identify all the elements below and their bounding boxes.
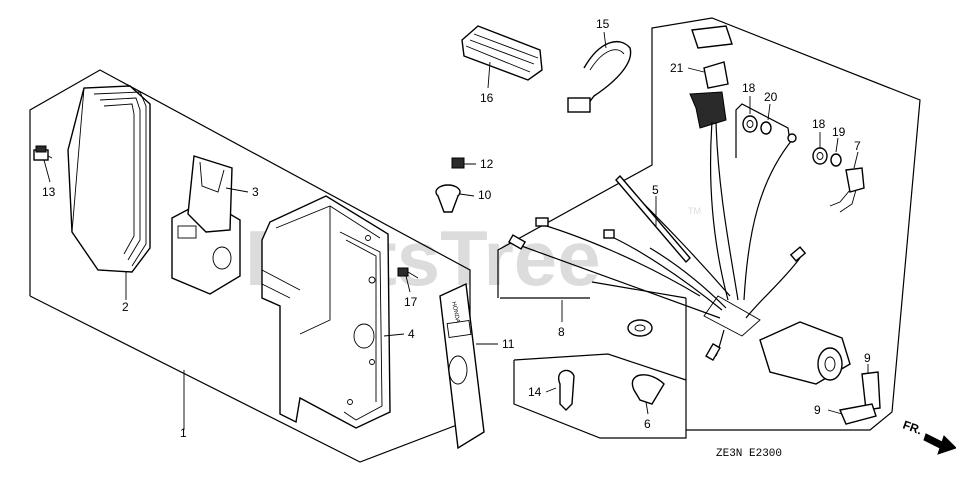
callout-9-lower: 9 <box>814 403 821 417</box>
diode-part-7 <box>829 167 865 213</box>
callout-12: 12 <box>480 157 494 171</box>
callout-14: 14 <box>528 385 542 399</box>
callout-3: 3 <box>252 185 259 199</box>
callout-6: 6 <box>644 417 651 431</box>
bolt-part-13 <box>33 145 53 161</box>
washer-part-19 <box>830 153 842 167</box>
clamp-part-6 <box>631 374 665 405</box>
cable-tie-part-15 <box>567 40 632 113</box>
callout-15: 15 <box>596 17 610 31</box>
label-plate-part-11: HONDA <box>439 282 485 450</box>
callout-4: 4 <box>408 327 415 341</box>
front-direction-label: FR. <box>901 418 924 438</box>
honda-label-text: HONDA <box>450 301 460 323</box>
clip-part-10 <box>435 184 461 213</box>
panel-cover-part-2 <box>67 85 151 273</box>
callout-9-upper: 9 <box>864 351 871 365</box>
callout-2: 2 <box>122 300 129 314</box>
callout-1: 1 <box>180 426 187 440</box>
nut-part-18a <box>742 115 758 133</box>
nut-part-18b <box>812 147 828 165</box>
clamp-part-14 <box>558 369 575 411</box>
callout-10: 10 <box>478 188 492 202</box>
callout-5: 5 <box>652 183 659 197</box>
callouts: 1 2 3 4 5 6 7 8 9 9 10 11 12 13 14 15 16… <box>42 17 871 440</box>
front-arrow-icon <box>923 433 956 455</box>
foam-part-16 <box>461 25 543 81</box>
callout-11: 11 <box>502 337 515 351</box>
callout-7: 7 <box>854 139 861 153</box>
assembly-outline <box>29 69 471 463</box>
terminal-part-9a <box>861 371 881 411</box>
wiring-kit-outline <box>497 17 921 431</box>
pin-part-5 <box>615 174 691 264</box>
callout-16: 16 <box>480 91 494 105</box>
bracket-part-3 <box>171 155 241 295</box>
control-box-part-4 <box>261 195 391 429</box>
callout-13: 13 <box>42 185 56 199</box>
leader-lines <box>43 31 869 430</box>
screw-part-12 <box>451 157 476 169</box>
screw-part-17 <box>397 267 419 279</box>
fuse-cap-part-21 <box>689 25 733 129</box>
washer-part-20 <box>760 121 772 135</box>
grommet <box>627 319 653 337</box>
callout-20: 20 <box>764 90 778 104</box>
diagram-code: ZE3N E2300 <box>716 448 782 460</box>
front-direction-indicator: FR. <box>901 418 956 455</box>
callout-19: 19 <box>832 125 846 139</box>
callout-17: 17 <box>404 295 418 309</box>
terminal-part-9b <box>839 403 877 425</box>
callout-18-upper: 18 <box>742 81 756 95</box>
starter-solenoid <box>759 321 851 385</box>
watermark-trademark: TM <box>688 206 701 216</box>
callout-21: 21 <box>670 61 684 75</box>
callout-8: 8 <box>558 325 565 339</box>
callout-18-lower: 18 <box>812 117 826 131</box>
wire-harness-part-8 <box>507 121 807 362</box>
clamp-box-outline <box>513 353 687 439</box>
